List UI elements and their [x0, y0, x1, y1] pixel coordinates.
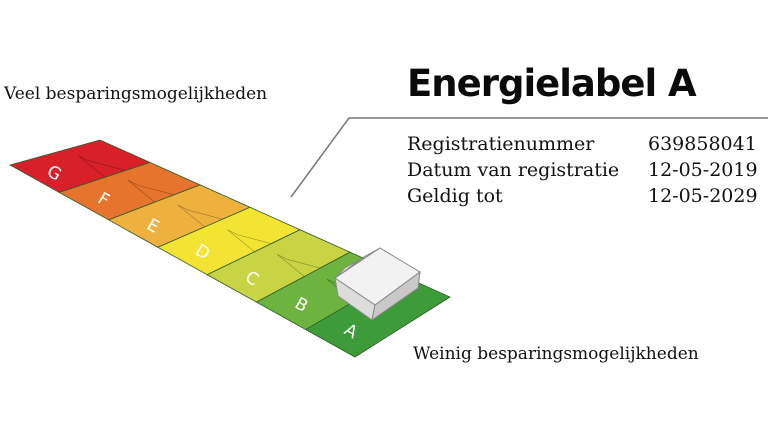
detail-label: Registratienummer [407, 133, 595, 155]
top-caption: Veel besparingsmogelijkheden [4, 84, 268, 104]
valid-until: 12-05-2029 [648, 185, 758, 207]
bottom-caption: Weinig besparingsmogelijkheden [413, 344, 699, 364]
pointer-line [290, 117, 768, 198]
detail-label: Geldig tot [407, 185, 503, 207]
registration-number: 639858041 [648, 133, 757, 155]
page-title: Energielabel A [407, 62, 697, 105]
house-icon [334, 247, 421, 322]
registration-date: 12-05-2019 [648, 159, 758, 181]
detail-label: Datum van registratie [407, 159, 620, 181]
